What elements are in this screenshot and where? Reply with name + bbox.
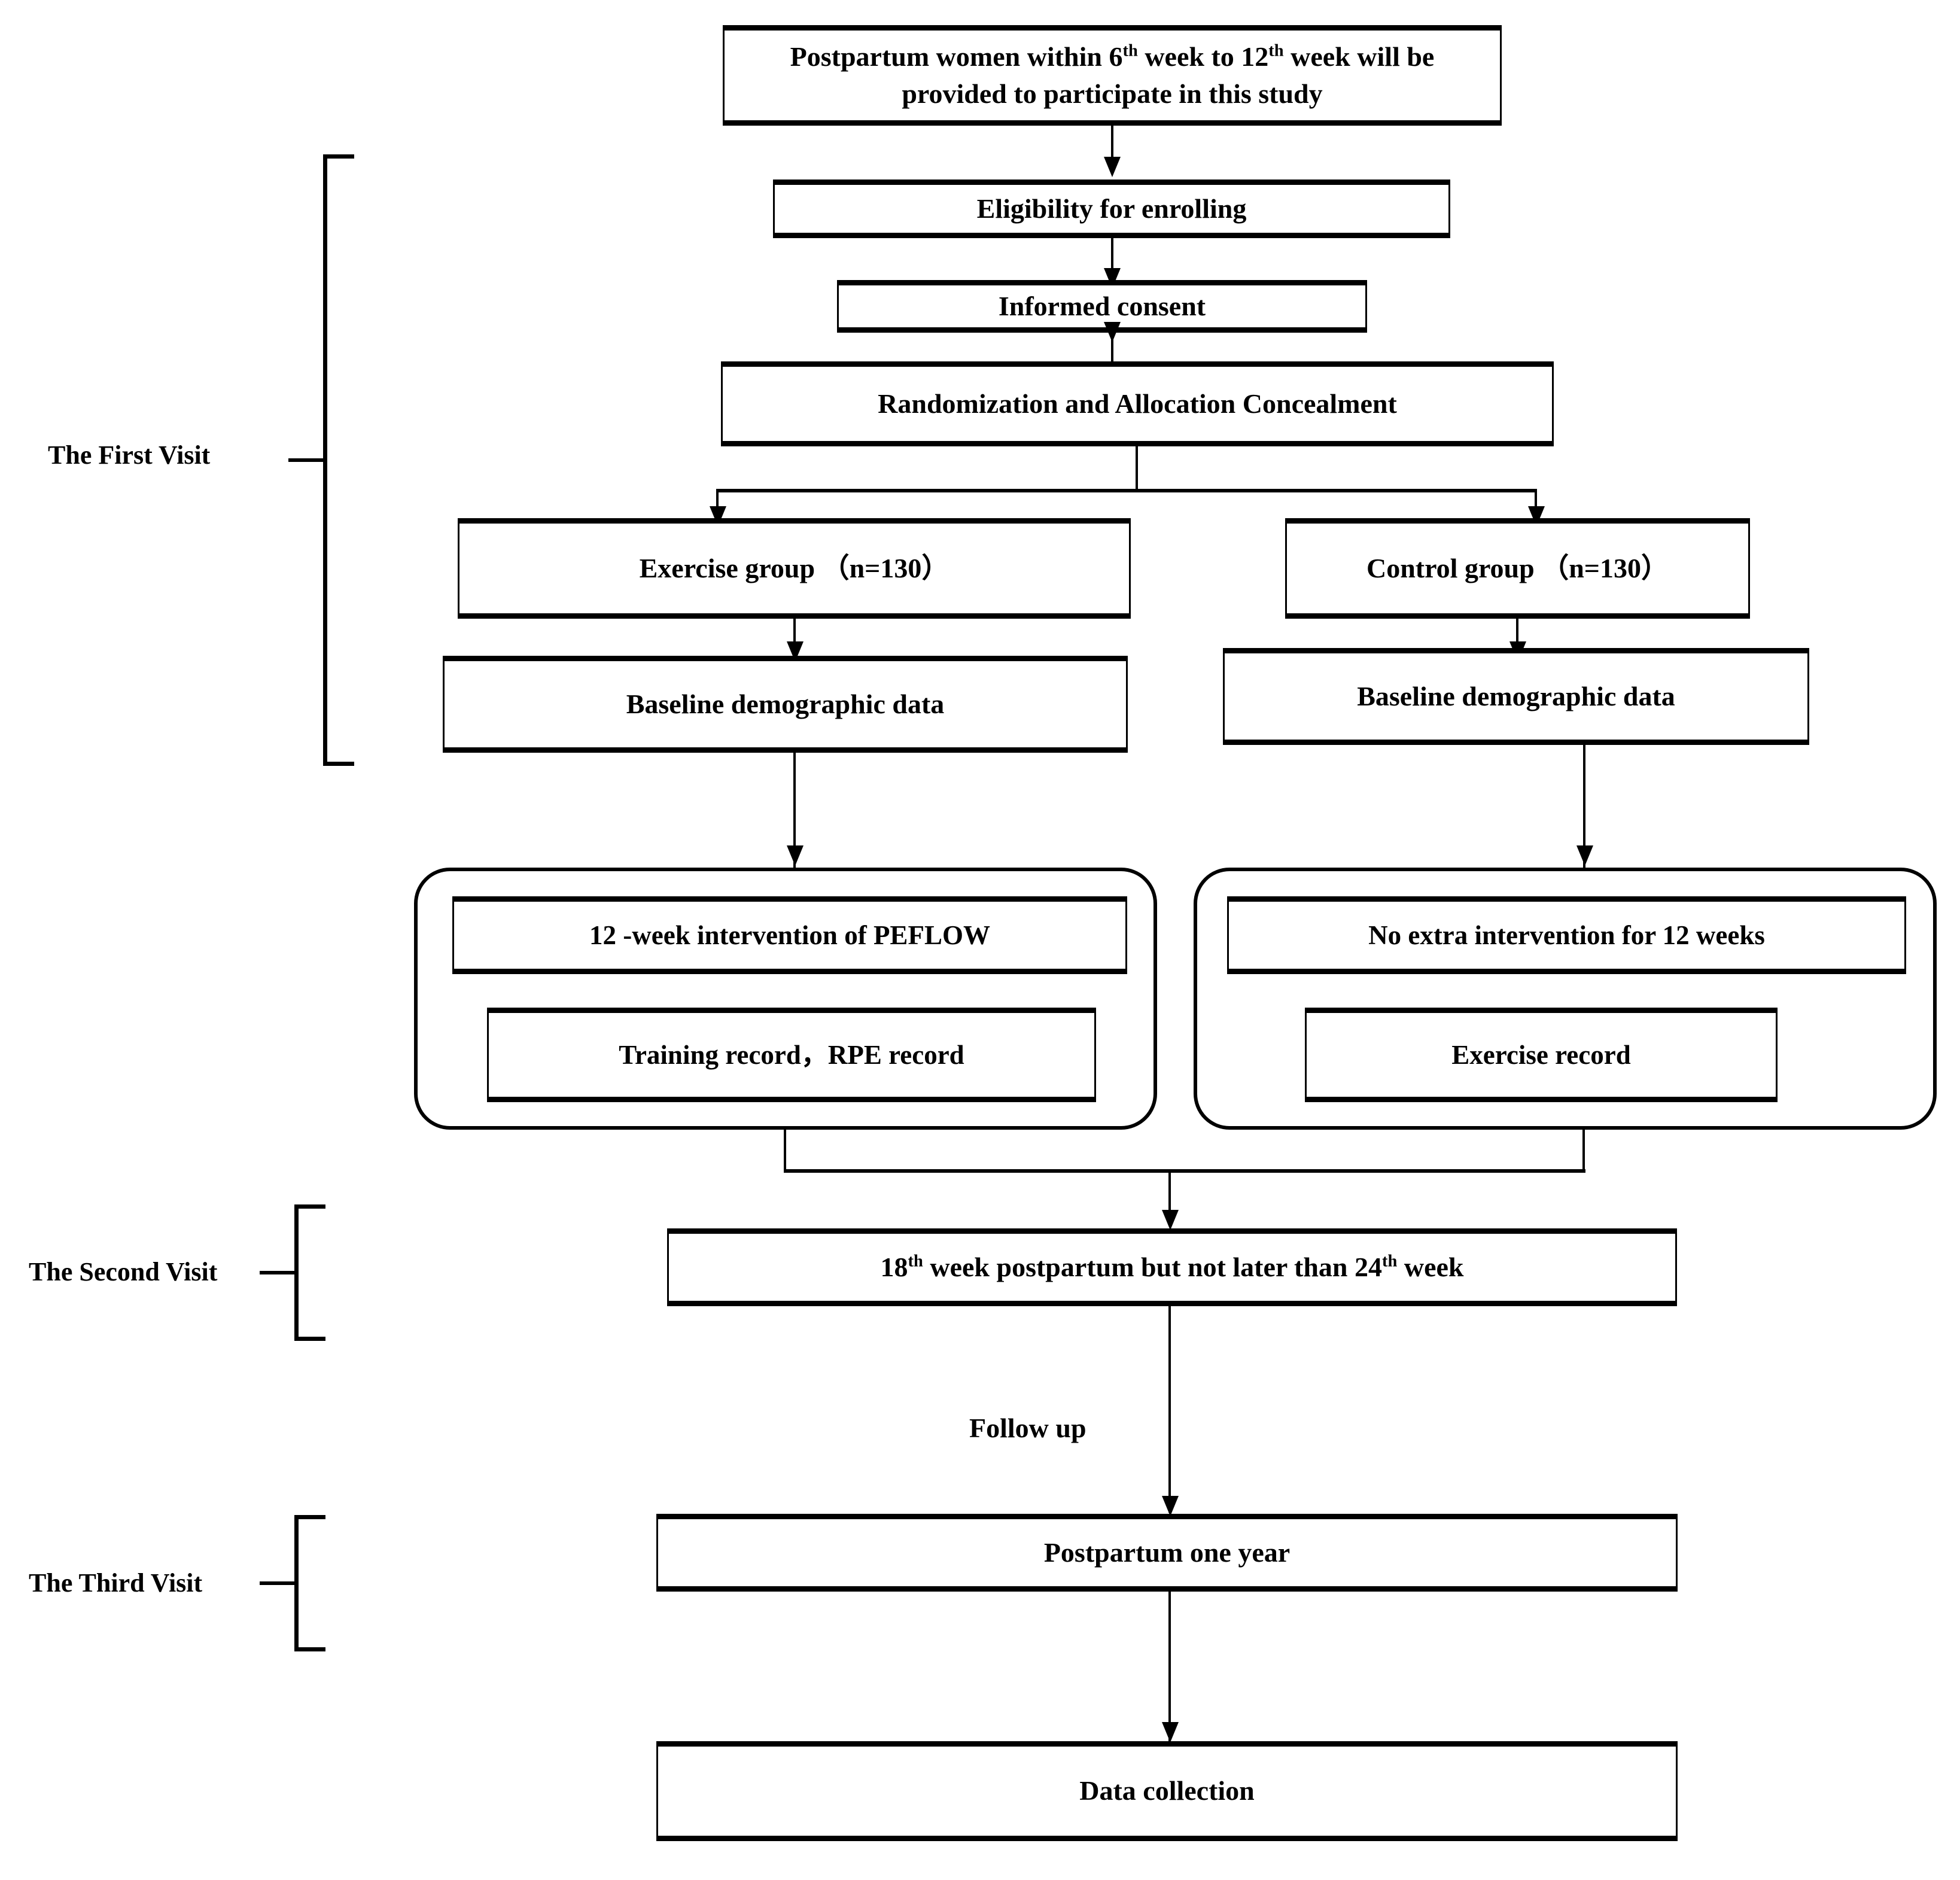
node-no-extra-intervention: No extra intervention for 12 weeks: [1227, 896, 1906, 974]
node-exercise-record-text: Exercise record: [1451, 1039, 1631, 1070]
arrowhead-baseline-left-intervention: [787, 845, 804, 866]
node-exercise-group: Exercise group （n=130）: [458, 518, 1131, 619]
node-recruitment: Postpartum women within 6th week to 12th…: [723, 25, 1502, 126]
node-data-collection: Data collection: [656, 1741, 1678, 1841]
visit-bracket-third: [260, 1515, 325, 1651]
second-visit-sup-1: th: [908, 1252, 923, 1271]
node-postpartum-one-year: Postpartum one year: [656, 1514, 1678, 1592]
node-postpartum-one-year-text: Postpartum one year: [1043, 1537, 1291, 1568]
node-second-visit-window: 18th week postpartum but not later than …: [667, 1228, 1677, 1306]
merge-stem-to-second-visit: [1168, 1169, 1171, 1224]
bracket-spine: [294, 1204, 299, 1341]
node-control-intervention-container: No extra intervention for 12 weeks Exerc…: [1194, 868, 1937, 1130]
node-eligibility: Eligibility for enrolling: [773, 180, 1450, 238]
node-informed-consent-text: Informed consent: [998, 290, 1206, 321]
split-bar-randomization: [716, 489, 1537, 492]
bracket-tick: [260, 1271, 294, 1274]
connector-follow-up: [1168, 1306, 1171, 1513]
split-right-drop: [1535, 489, 1537, 516]
node-baseline-demographic-right: Baseline demographic data: [1223, 648, 1809, 745]
bracket-top-arm: [294, 1515, 325, 1519]
bracket-top-arm: [294, 1204, 325, 1209]
arrowhead-recruitment-eligibility: [1104, 157, 1121, 177]
connector-baseline-left-intervention: [793, 753, 796, 872]
recruitment-line2: provided to participate in this study: [902, 78, 1323, 109]
node-recruitment-text: Postpartum women within 6th week to 12th…: [790, 38, 1435, 112]
arrowhead-to-second-visit: [1162, 1210, 1179, 1230]
node-control-group: Control group （n=130）: [1285, 518, 1750, 619]
connector-recruitment-eligibility: [1111, 126, 1113, 165]
bracket-bottom-arm: [294, 1647, 325, 1651]
visit-label-first: The First Visit: [48, 440, 211, 470]
arrowhead-follow-up: [1162, 1496, 1179, 1516]
recruitment-sup-1: th: [1122, 41, 1138, 60]
recruitment-line1-mid: week to 12: [1137, 41, 1269, 72]
node-exercise-intervention-container: 12 -week intervention of PEFLOW Training…: [414, 868, 1157, 1130]
connector-consent-randomization: [1111, 333, 1113, 369]
node-exercise-group-text: Exercise group （n=130）: [639, 552, 949, 583]
node-baseline-demographic-left: Baseline demographic data: [443, 656, 1128, 753]
bracket-spine: [323, 154, 327, 766]
bracket-tick: [260, 1581, 294, 1585]
connector-exercise-baseline: [793, 619, 796, 655]
edge-label-follow-up: Follow up: [969, 1413, 1086, 1443]
node-informed-consent: Informed consent: [837, 280, 1367, 333]
second-visit-pre: 18: [880, 1251, 908, 1282]
node-training-rpe-record-text: Training record，RPE record: [619, 1039, 964, 1070]
bracket-tick: [288, 458, 323, 462]
second-visit-post: week: [1397, 1251, 1464, 1282]
arrowhead-one-year-data-collection: [1162, 1722, 1179, 1742]
node-randomization: Randomization and Allocation Concealment: [721, 361, 1554, 446]
visit-label-second: The Second Visit: [29, 1257, 218, 1286]
bracket-bottom-arm: [294, 1337, 325, 1341]
node-randomization-text: Randomization and Allocation Concealment: [878, 388, 1397, 419]
node-training-rpe-record: Training record，RPE record: [487, 1008, 1096, 1102]
bracket-bottom-arm: [323, 762, 354, 766]
node-baseline-left-text: Baseline demographic data: [626, 688, 945, 719]
recruitment-line1-post: week will be: [1283, 41, 1435, 72]
node-data-collection-text: Data collection: [1079, 1775, 1255, 1806]
merge-right-drop: [1582, 1130, 1585, 1173]
node-no-extra-intervention-text: No extra intervention for 12 weeks: [1368, 920, 1765, 950]
recruitment-sup-2: th: [1268, 41, 1284, 60]
split-left-drop: [716, 489, 719, 516]
visit-bracket-second: [260, 1204, 325, 1341]
arrowhead-baseline-right-intervention: [1576, 845, 1593, 866]
node-intervention-peflow: 12 -week intervention of PEFLOW: [452, 896, 1127, 974]
recruitment-line1-pre: Postpartum women within 6: [790, 41, 1123, 72]
visit-label-third: The Third Visit: [29, 1568, 203, 1598]
node-control-group-text: Control group （n=130）: [1366, 552, 1669, 583]
connector-one-year-data-collection: [1168, 1592, 1171, 1741]
bracket-top-arm: [323, 154, 354, 159]
second-visit-mid: week postpartum but not later than 24: [923, 1251, 1382, 1282]
node-exercise-record: Exercise record: [1305, 1008, 1778, 1102]
connector-eligibility-consent: [1111, 238, 1113, 280]
node-intervention-peflow-text: 12 -week intervention of PEFLOW: [589, 920, 990, 950]
merge-left-drop: [784, 1130, 786, 1173]
connector-control-baseline: [1516, 619, 1518, 655]
split-stem-randomization: [1136, 446, 1138, 491]
second-visit-sup-2: th: [1382, 1252, 1398, 1271]
visit-bracket-first: [288, 154, 354, 766]
node-eligibility-text: Eligibility for enrolling: [976, 193, 1247, 224]
node-baseline-right-text: Baseline demographic data: [1357, 680, 1675, 711]
merge-bar: [784, 1169, 1585, 1173]
bracket-spine: [294, 1515, 299, 1651]
connector-baseline-right-intervention: [1583, 745, 1585, 872]
arrowhead-consent-randomization: [1104, 322, 1121, 342]
node-second-visit-window-text: 18th week postpartum but not later than …: [881, 1249, 1464, 1286]
